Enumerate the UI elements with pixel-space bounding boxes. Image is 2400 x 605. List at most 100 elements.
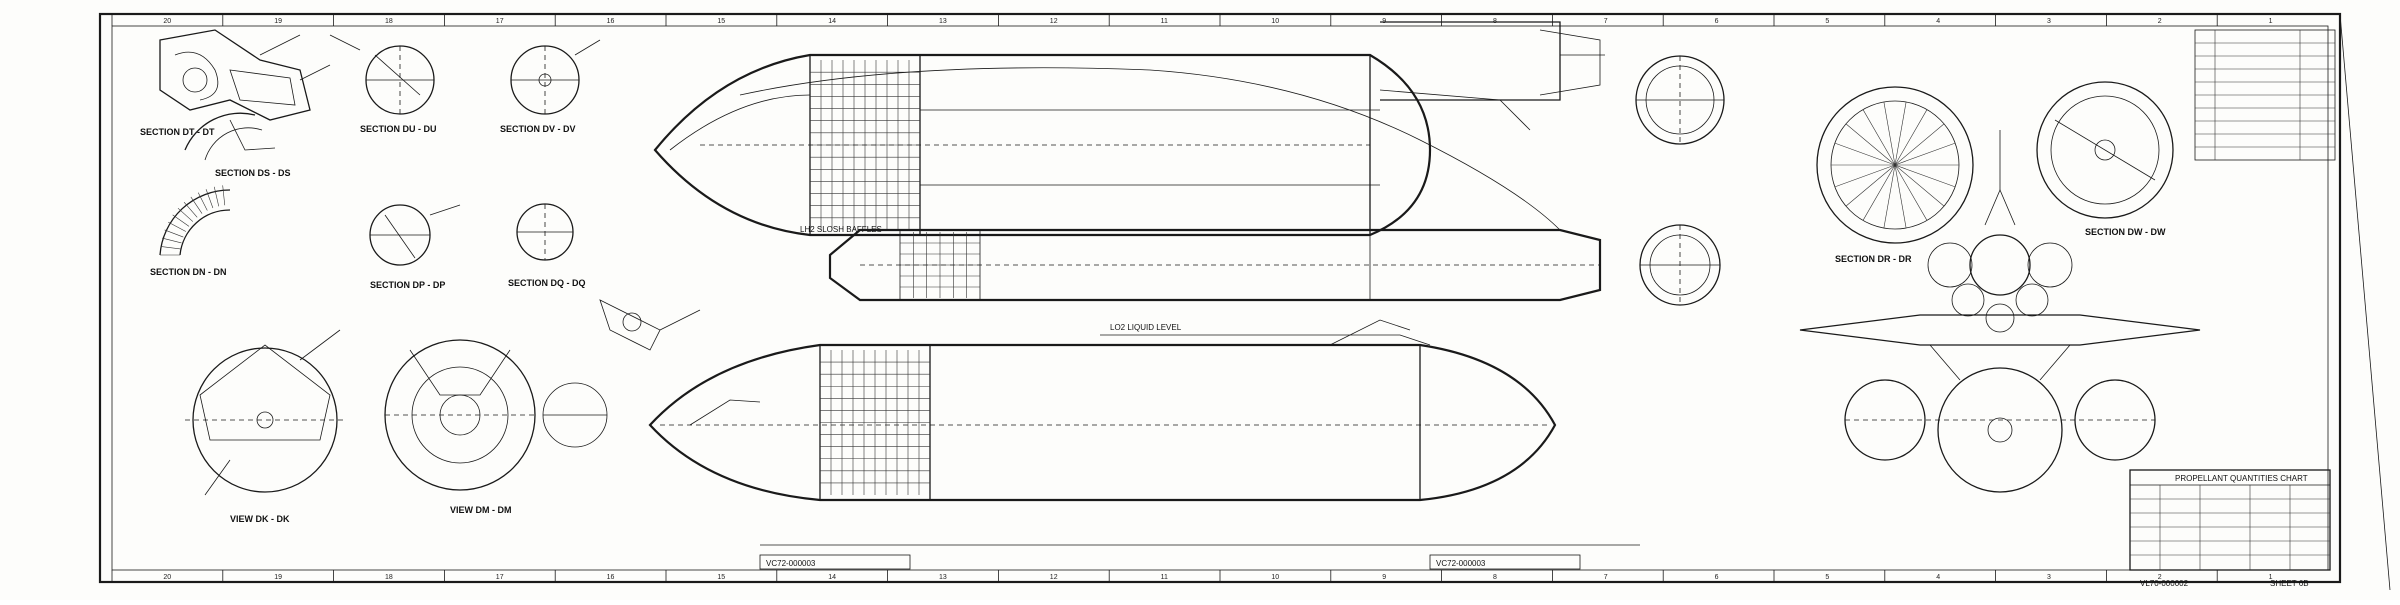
hatch-line: [177, 207, 194, 222]
tank-upper-view: LH2 SLOSH BAFFLES: [653, 53, 1561, 237]
hatch-line: [197, 192, 208, 211]
hatch-line: [164, 229, 184, 238]
title-block: PROPELLANT QUANTITIES CHART VL70-000002 …: [2129, 469, 2331, 588]
tick-label: 9: [1382, 574, 1386, 581]
drawing-number-left: VC72-000003: [766, 559, 816, 568]
tick-label: 19: [274, 574, 282, 581]
tick-label: 1: [2269, 18, 2273, 25]
detail-dp: SECTION DP - DP: [369, 204, 461, 290]
dimension-strip: VC72-000003 VC72-000003: [759, 544, 1640, 570]
tick-label: 4: [1936, 574, 1940, 581]
tick-label: 15: [717, 18, 725, 25]
detail-du: SECTION DU - DU: [329, 34, 437, 134]
tick-label: 7: [1604, 574, 1608, 581]
spoke: [1834, 164, 1896, 188]
tick-label: 6: [1715, 574, 1719, 581]
tick-label: 14: [828, 18, 836, 25]
drawing-number-right: VC72-000003: [1436, 559, 1486, 568]
view-dk-label: VIEW DK - DK: [230, 514, 290, 524]
tick-label: 19: [274, 18, 282, 25]
detail-dt: SECTION DT - DT: [140, 29, 331, 137]
tick-label: 17: [496, 574, 504, 581]
hatch-line: [183, 201, 198, 218]
section-du-label: SECTION DU - DU: [360, 124, 437, 134]
spoke: [1894, 164, 1945, 207]
section-dr-label: SECTION DR - DR: [1835, 254, 1912, 264]
tick-label: 1: [2269, 574, 2273, 581]
hatch-line: [160, 246, 181, 250]
hatch-line: [213, 186, 220, 207]
section-ds-label: SECTION DS - DS: [215, 168, 291, 178]
tick-label: 5: [1825, 18, 1829, 25]
detail-dn: SECTION DN - DN: [150, 185, 231, 277]
spoke: [1834, 142, 1896, 166]
section-dq-label: SECTION DQ - DQ: [508, 278, 586, 288]
tick-label: 3: [2047, 574, 2051, 581]
hatch-line: [222, 185, 226, 206]
detail-dq: SECTION DQ - DQ: [508, 203, 586, 288]
spoke: [1894, 164, 1907, 229]
spoke: [1862, 109, 1896, 166]
dn-hatching: [160, 185, 226, 256]
tick-label: 15: [717, 574, 725, 581]
lh2-baffle-grid-upper: [810, 60, 920, 230]
tick-label: 13: [939, 18, 947, 25]
title-block-sheet: SHEET 6B: [2270, 579, 2309, 588]
tick-label: 5: [1825, 574, 1829, 581]
section-dr: SECTION DR - DR: [1816, 86, 1974, 264]
tick-label: 13: [939, 574, 947, 581]
tick-label: 11: [1161, 574, 1168, 581]
tick-label: 20: [163, 18, 171, 25]
section-dp-label: SECTION DP - DP: [370, 280, 445, 290]
section-dv-label: SECTION DV - DV: [500, 124, 576, 134]
section-dn-label: SECTION DN - DN: [150, 267, 227, 277]
detail-bipod: [599, 299, 701, 351]
tick-label: 14: [828, 574, 836, 581]
section-dw: SECTION DW - DW: [2036, 81, 2174, 237]
tick-label: 8: [1493, 574, 1497, 581]
srb-middle: [828, 228, 1602, 302]
detail-ds: SECTION DS - DS: [184, 112, 291, 178]
hatch-line: [172, 214, 190, 227]
revision-rows: [2195, 30, 2335, 160]
section-dx-upper: [1635, 55, 1725, 145]
callout-lh2-slosh-baffles: LH2 SLOSH BAFFLES: [800, 225, 882, 234]
hatch-line: [190, 196, 203, 214]
rear-view-stack: [1799, 130, 2201, 493]
tick-label: 12: [1050, 574, 1058, 581]
spoke: [1862, 164, 1896, 221]
title-block-header: PROPELLANT QUANTITIES CHART: [2175, 474, 2308, 483]
title-block-drawing-no: VL70-000002: [2140, 579, 2189, 588]
tick-label: 16: [607, 574, 615, 581]
section-dw-label: SECTION DW - DW: [2085, 227, 2166, 237]
tick-label: 10: [1271, 18, 1279, 25]
tick-label: 7: [1604, 18, 1608, 25]
view-dk: VIEW DK - DK: [185, 329, 345, 524]
spoke: [1883, 101, 1896, 166]
spoke: [1894, 164, 1928, 221]
view-dm-label: VIEW DM - DM: [450, 505, 512, 515]
spoke: [1894, 101, 1907, 166]
spoke: [1845, 123, 1896, 166]
srb-upper: [1380, 21, 1605, 101]
section-dt-label: SECTION DT - DT: [140, 127, 215, 137]
detail-dv: SECTION DV - DV: [500, 39, 601, 134]
hatch-line: [168, 221, 186, 232]
tick-label: 2: [2158, 574, 2162, 581]
title-block-grid: [2130, 485, 2330, 570]
lh2-baffle-grid-lower: [820, 350, 930, 495]
sheet-border: [98, 12, 2391, 591]
dr-spokes: [1831, 101, 1959, 229]
tick-label: 4: [1936, 18, 1940, 25]
callout-lo2-liquid-level: LO2 LIQUID LEVEL: [1110, 323, 1182, 332]
spoke: [1894, 109, 1928, 166]
spoke: [1845, 164, 1896, 207]
tick-label: 2: [2158, 18, 2162, 25]
spoke: [1883, 164, 1896, 229]
tick-label: 20: [163, 574, 171, 581]
revision-block: [2194, 29, 2336, 161]
hatch-line: [205, 189, 214, 209]
